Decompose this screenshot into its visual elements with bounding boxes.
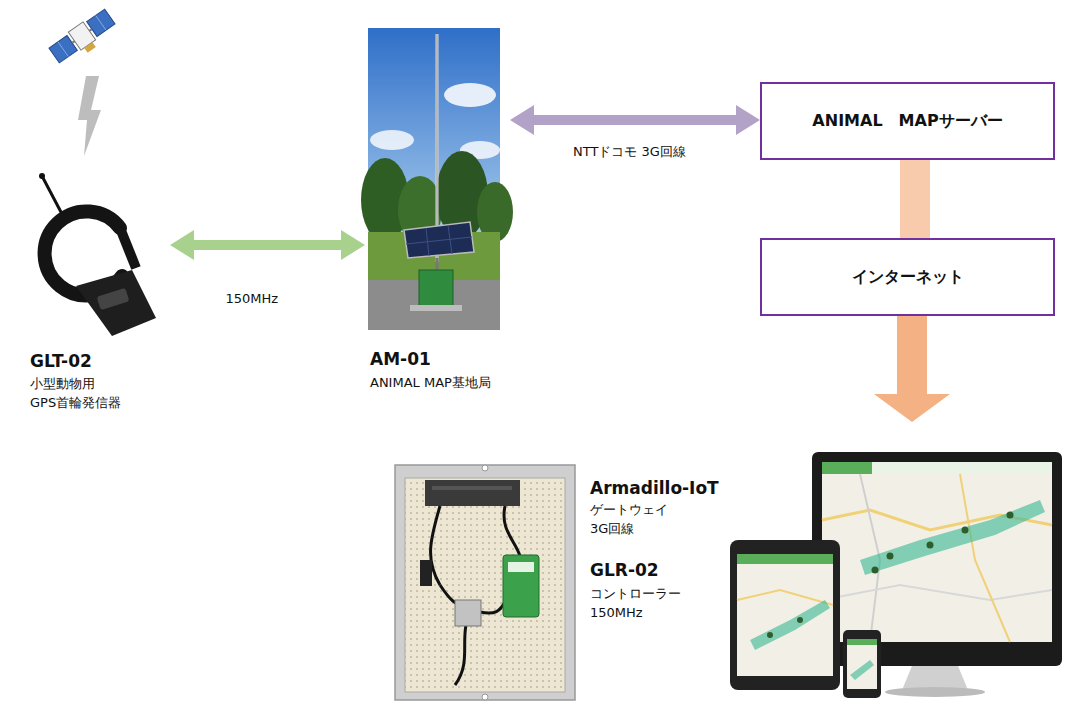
node-title: ANIMAL MAPサーバー: [812, 111, 1002, 132]
base-station-photo: [361, 28, 513, 330]
gps-collar-picture: [39, 173, 156, 336]
radio-bolt: [78, 76, 101, 156]
node-title: AM-01: [370, 348, 431, 370]
node-caption: コントローラー 150MHz: [590, 585, 681, 623]
node-caption: ゲートウェイ 3G回線: [590, 501, 668, 539]
controller-unit: Armadillo-IoTゲートウェイ 3G回線 GLR-02 コントローラー 15…: [393, 463, 723, 703]
satellite-icon: [48, 7, 120, 69]
node-title: GLT-02: [30, 350, 92, 372]
node-title: インターネット: [852, 267, 964, 288]
node-title: Armadillo-IoT: [590, 477, 719, 499]
block-arrow: [170, 230, 365, 260]
node-caption: 小型動物用 GPS首輪発信器: [30, 375, 121, 413]
controller-photo: [395, 465, 575, 700]
node-title: GLR-02: [590, 559, 659, 581]
node-caption: ANIMAL MAP基地局: [370, 374, 491, 393]
output-arrow: [874, 316, 950, 422]
display-devices: [730, 452, 1062, 698]
server-box: ANIMAL MAPサーバー: [760, 82, 1055, 160]
link-bar: [900, 160, 930, 238]
link-label: NTTドコモ 3G回線: [573, 143, 686, 162]
base-station-unit: AM-01ANIMAL MAP基地局: [365, 28, 510, 397]
block-arrow: [510, 105, 760, 135]
internet-box: インターネット: [760, 238, 1055, 316]
collar-unit: GLT-02 小型動物用 GPS首輪発信器: [10, 165, 170, 420]
link-label: 150MHz: [226, 290, 279, 309]
